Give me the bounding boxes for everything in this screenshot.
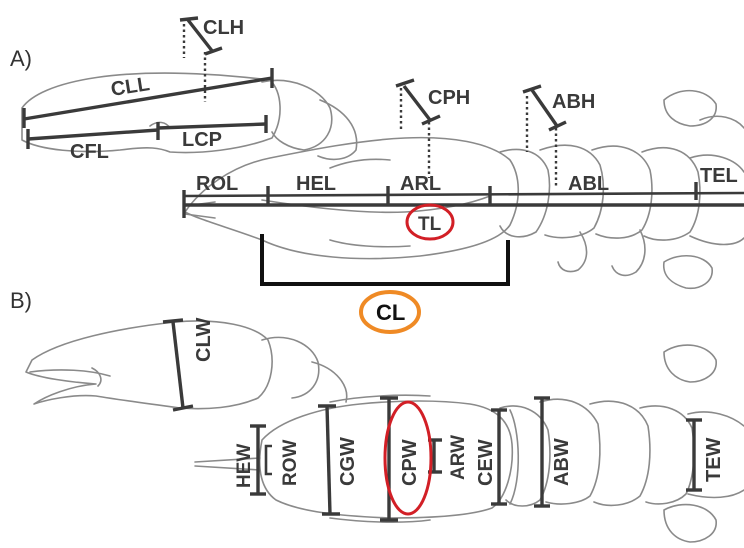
label-cph: CPH bbox=[428, 87, 470, 109]
label-hel: HEL bbox=[296, 173, 336, 195]
label-clw: CLW bbox=[193, 317, 215, 362]
panel-a-label: A) bbox=[10, 46, 32, 71]
label-rol: ROL bbox=[196, 173, 238, 195]
label-tl: TL bbox=[418, 214, 442, 235]
cpw-highlight-ring bbox=[383, 400, 433, 516]
tl-highlight-ring bbox=[405, 203, 455, 241]
label-arw: ARW bbox=[448, 435, 469, 480]
label-arl: ARL bbox=[400, 173, 441, 195]
label-cpw: CPW bbox=[399, 439, 421, 486]
label-cl: CL bbox=[376, 300, 405, 325]
panel-a: A) bbox=[10, 16, 744, 334]
cl-highlight-ring bbox=[359, 290, 421, 334]
label-cll: CLL bbox=[109, 73, 151, 101]
body-lateral-outline bbox=[184, 89, 744, 290]
label-abh: ABH bbox=[552, 91, 595, 113]
panel-b-label: B) bbox=[10, 288, 32, 313]
label-clh: CLH bbox=[203, 17, 244, 39]
claw-dorsal-outline bbox=[25, 320, 348, 410]
claw-measurements bbox=[22, 16, 274, 149]
label-cgw: CGW bbox=[337, 437, 359, 486]
label-tew: TEW bbox=[703, 437, 725, 482]
label-hew: HEW bbox=[234, 444, 255, 488]
label-cew: CEW bbox=[475, 439, 497, 486]
body-dorsal-outline bbox=[194, 344, 744, 543]
label-abw: ABW bbox=[551, 438, 573, 486]
label-tel: TEL bbox=[700, 165, 738, 187]
label-cfl: CFL bbox=[70, 141, 109, 163]
label-row: ROW bbox=[280, 440, 301, 487]
panel-b: B) bbox=[10, 288, 744, 543]
carapace-length-bracket bbox=[260, 234, 510, 286]
body-measurements bbox=[182, 78, 744, 218]
label-lcp: LCP bbox=[182, 129, 222, 151]
claw-lateral-outline bbox=[21, 72, 358, 161]
label-abl: ABL bbox=[568, 173, 609, 195]
dorsal-measurements bbox=[162, 318, 702, 522]
